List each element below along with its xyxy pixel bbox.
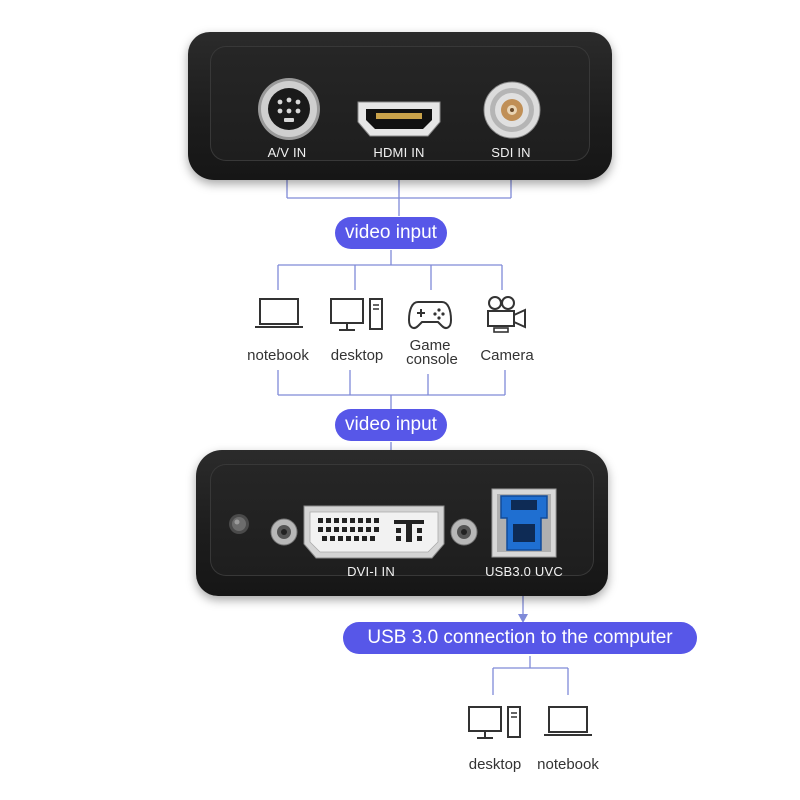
source-label-camera: Camera [480, 347, 534, 364]
desktop-icon [467, 704, 523, 747]
port-label-sdi-in: SDI IN [491, 145, 531, 160]
gamepad-icon [407, 298, 453, 337]
bnc-port-icon [482, 80, 542, 145]
port-label-av-in: A/V IN [267, 145, 307, 160]
led-indicator-icon [228, 513, 250, 540]
video-input-pill-bottom: video input [335, 409, 447, 441]
notebook-icon [254, 296, 304, 337]
source-label-game: Game [409, 337, 451, 354]
svideo-port-icon [256, 76, 322, 147]
port-label-usb30-uvc: USB3.0 UVC [485, 564, 563, 579]
source-label-console: console [406, 351, 458, 368]
hdmi-port-icon [354, 98, 444, 145]
desktop-icon [329, 296, 385, 339]
target-label-desktop: desktop [468, 756, 522, 773]
usb-b-port-icon [491, 488, 557, 563]
source-label-desktop: desktop [330, 347, 384, 364]
target-label-notebook: notebook [537, 756, 599, 773]
video-input-pill-top: video input [335, 217, 447, 249]
port-label-hdmi-in: HDMI IN [373, 145, 425, 160]
port-label-dvi-in: DVI-I IN [347, 564, 395, 579]
notebook-icon [543, 704, 593, 745]
dvi-port-icon [268, 500, 480, 569]
source-label-notebook: notebook [247, 347, 309, 364]
usb-connection-pill: USB 3.0 connection to the computer [343, 622, 697, 654]
camera-icon [484, 294, 528, 339]
